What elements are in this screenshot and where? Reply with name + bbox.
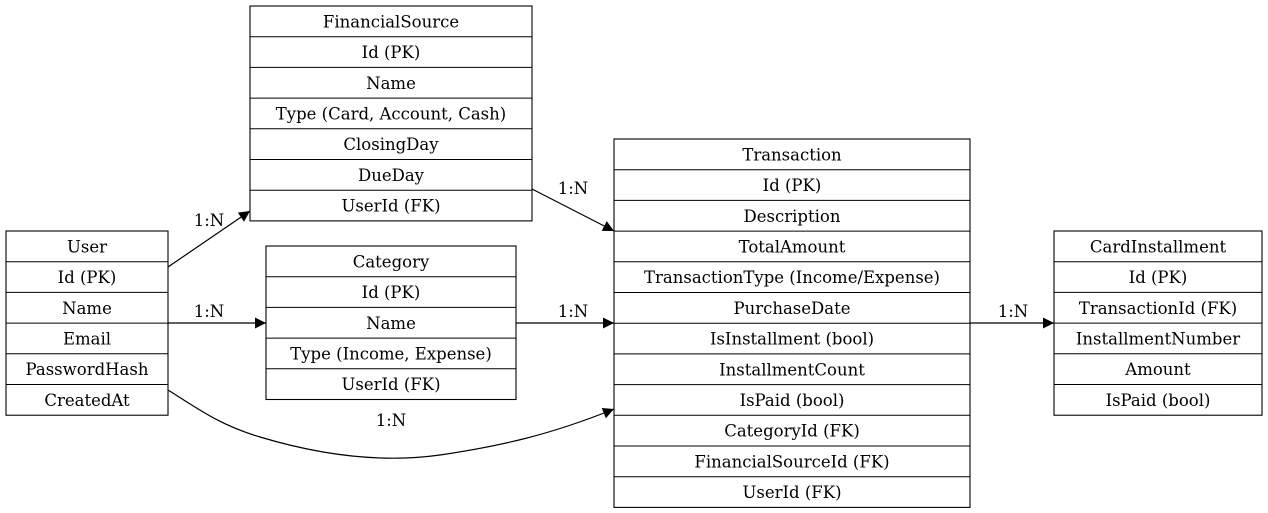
- entity-field: UserId (FK): [743, 483, 842, 502]
- entity-field: FinancialSourceId (FK): [694, 452, 889, 471]
- entity-field: Name: [366, 314, 416, 333]
- entity-field: TotalAmount: [739, 237, 846, 256]
- entity-field: Amount: [1124, 360, 1191, 379]
- entity-card-installment: CardInstallment Id (PK) TransactionId (FK)…: [1053, 230, 1263, 416]
- relationship-edges: [167, 188, 1054, 459]
- entity-field: TransactionId (FK): [1079, 299, 1237, 318]
- relationship-label: 1:N: [194, 302, 225, 321]
- entity-field: IsInstallment (bool): [710, 330, 874, 349]
- entity-field: CategoryId (FK): [724, 422, 860, 441]
- entity-field: InstallmentCount: [719, 360, 865, 379]
- entity-transaction: Transaction Id (PK) DescriptionTotalAmount…: [613, 138, 971, 508]
- entity-field: Email: [63, 329, 111, 348]
- entity-field: Id (PK): [1129, 268, 1188, 287]
- entity-field: Id (PK): [58, 268, 117, 287]
- entity-field: Name: [366, 74, 416, 93]
- entity-tables: User Id (PK) NameEmailPasswordHashCreatedA…: [5, 5, 1263, 508]
- relationship-label: 1:N: [558, 302, 589, 321]
- relationship-labels: 1:N 1:N 1:N 1:N 1:N 1:N: [194, 179, 1029, 430]
- entity-field: Id (PK): [362, 283, 421, 302]
- entity-field: PurchaseDate: [733, 299, 850, 318]
- entity-field: Id (PK): [763, 176, 822, 195]
- entity-box: [265, 245, 517, 401]
- entity-box: [249, 5, 533, 222]
- relationship-label: 1:N: [194, 211, 225, 230]
- entity-field: Id (PK): [362, 43, 421, 62]
- entity-title: Transaction: [742, 145, 842, 164]
- entity-user: User Id (PK) NameEmailPasswordHashCreatedA…: [5, 230, 169, 416]
- edge-financialsource-transaction: [531, 188, 615, 232]
- entity-title: CardInstallment: [1090, 237, 1227, 256]
- entity-field: UserId (FK): [342, 197, 441, 216]
- entity-field: CreatedAt: [44, 391, 130, 410]
- entity-field: InstallmentNumber: [1076, 329, 1240, 348]
- edge-user-financialsource: [167, 210, 251, 268]
- entity-field: Type (Card, Account, Cash): [276, 104, 506, 123]
- relationship-label: 1:N: [998, 302, 1029, 321]
- entity-field: Type (Income, Expense): [290, 344, 492, 363]
- edge-user-transaction: [167, 389, 615, 459]
- entity-field: UserId (FK): [342, 375, 441, 394]
- relationship-label: 1:N: [376, 411, 407, 430]
- relationship-label: 1:N: [558, 179, 589, 198]
- entity-title: FinancialSource: [323, 12, 459, 31]
- entity-field: IsPaid (bool): [740, 391, 845, 410]
- entity-title: User: [67, 237, 107, 256]
- entity-field: DueDay: [358, 166, 425, 185]
- entity-field: Name: [62, 299, 112, 318]
- entity-field: TransactionType (Income/Expense): [644, 268, 940, 287]
- entity-field: IsPaid (bool): [1106, 391, 1211, 410]
- entity-field: PasswordHash: [26, 360, 149, 379]
- entity-field: ClosingDay: [343, 135, 439, 154]
- entity-title: Category: [353, 252, 430, 271]
- entity-field: Description: [744, 207, 841, 226]
